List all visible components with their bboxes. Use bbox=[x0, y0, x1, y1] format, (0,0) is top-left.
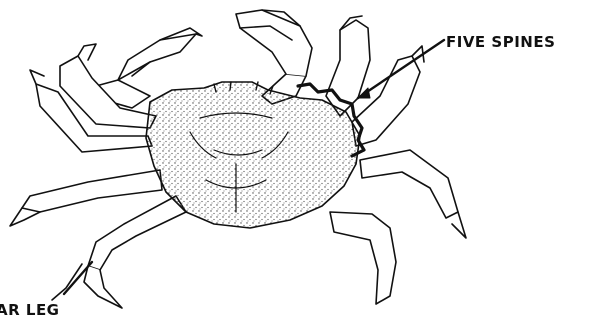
leg-label: AR LEG bbox=[0, 301, 60, 319]
five-spines-label: FIVE SPINES bbox=[446, 33, 555, 51]
